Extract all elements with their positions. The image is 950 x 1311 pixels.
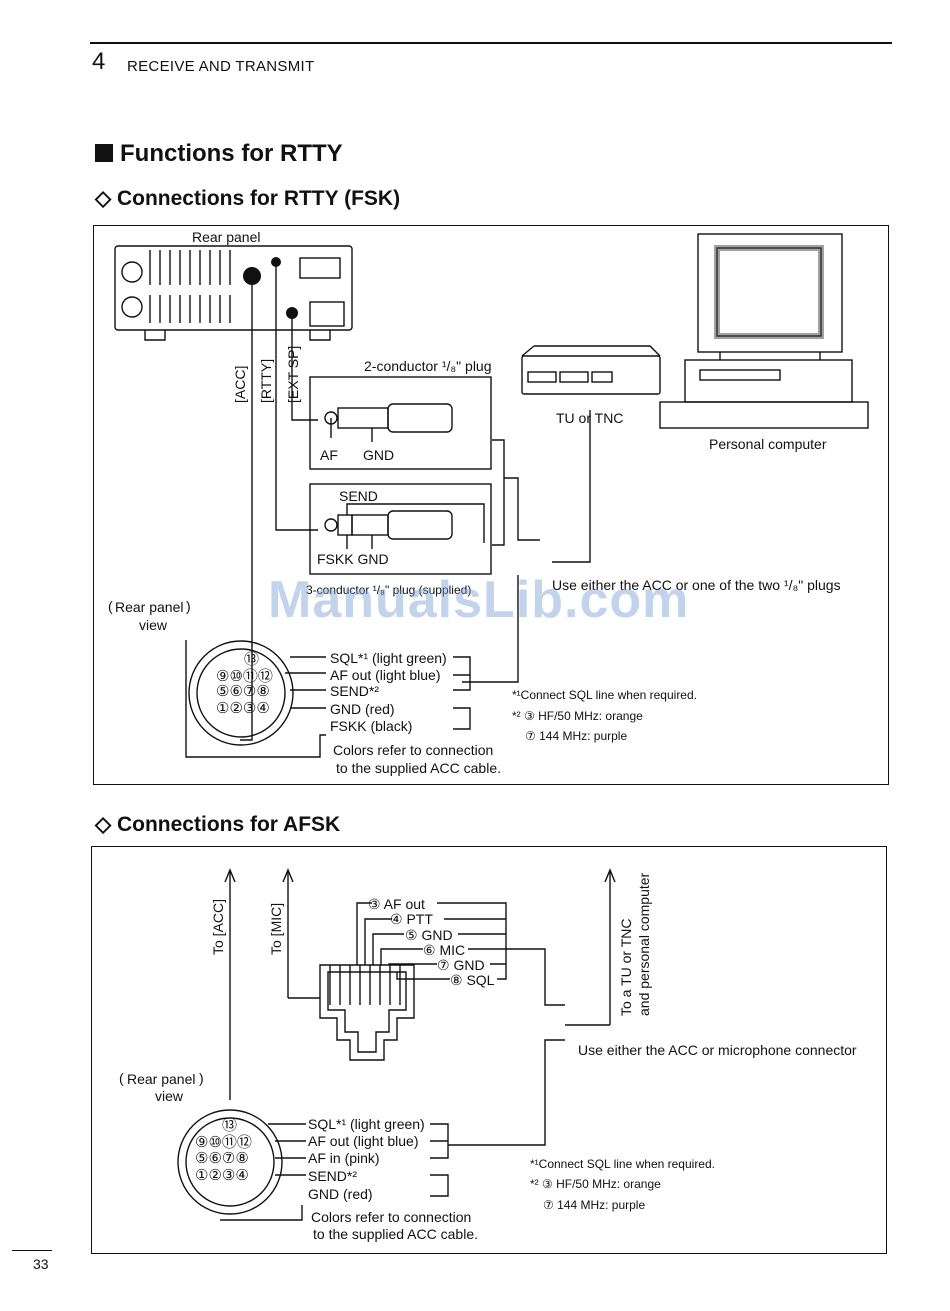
chapter-number: 4	[92, 48, 106, 75]
header-rule	[90, 42, 892, 44]
chapter-title: RECEIVE AND TRANSMIT	[127, 58, 315, 75]
afsk-signal-sql: SQL*¹ (light green)	[308, 1116, 425, 1132]
mic-pin-gnd-5: ⑤ GND	[405, 927, 453, 943]
afsk-acc-pins-row4: ①②③④	[195, 1167, 249, 1184]
afsk-note-send-hf: *² ③ HF/50 MHz: orange	[530, 1177, 661, 1191]
tu-tnc-label: TU or TNC	[556, 410, 624, 426]
acc-pins-row3: ⑤⑥⑦⑧	[216, 683, 270, 700]
section-title: Functions for RTTY	[95, 140, 343, 168]
rear-view-line1: Rear panel	[115, 599, 184, 615]
afsk-signal-af-in: AF in (pink)	[308, 1150, 380, 1166]
signal-sql: SQL*¹ (light green)	[330, 650, 447, 666]
footer-rule	[12, 1250, 52, 1251]
signal-gnd: GND (red)	[330, 701, 395, 717]
rear-view-bracket-r: )	[186, 598, 191, 614]
watermark: ManualsLib.com	[268, 571, 690, 629]
note-send-144: ⑦ 144 MHz: purple	[525, 729, 628, 743]
mic-pin-sql: ⑧ SQL	[450, 972, 495, 988]
mic-pin-ptt: ④ PTT	[390, 911, 433, 927]
mic-pin-mic: ⑥ MIC	[423, 942, 466, 958]
afsk-signal-gnd: GND (red)	[308, 1186, 373, 1202]
mic-pin-gnd-7: ⑦ GND	[437, 957, 485, 973]
afsk-use-either-note: Use either the ACC or microphone connect…	[578, 1042, 857, 1058]
plug3-fskk-gnd: FSKK GND	[317, 551, 389, 567]
plug2-title: 2-conductor ¹/₈" plug	[364, 358, 492, 374]
rear-view-bracket-l: (	[108, 598, 113, 614]
mic-pin-af-out: ③ AF out	[368, 896, 425, 912]
rear-panel-outline	[114, 245, 353, 331]
colors-note-line1: Colors refer to connection	[333, 742, 494, 758]
signal-fskk: FSKK (black)	[330, 718, 413, 734]
rear-view-line2: view	[139, 617, 168, 633]
afsk-acc-pins-row2: ⑨⑩⑪⑫	[195, 1134, 252, 1151]
afsk-rear-view-bracket-l: (	[119, 1070, 124, 1086]
to-mic-label: To [MIC]	[268, 902, 284, 955]
afsk-note-sql: *¹Connect SQL line when required.	[530, 1157, 715, 1171]
afsk-acc-pin-13: ⑬	[222, 1117, 238, 1134]
acc-pins-row2: ⑨⑩⑪⑫	[216, 668, 273, 685]
square-bullet-icon	[95, 144, 113, 162]
acc-pins-row4: ①②③④	[216, 700, 270, 717]
afsk-rear-view-line2: view	[155, 1088, 184, 1104]
afsk-rear-view-line1: Rear panel	[127, 1071, 196, 1087]
signal-af-out: AF out (light blue)	[330, 667, 441, 683]
afsk-note-send-144: ⑦ 144 MHz: purple	[543, 1198, 646, 1212]
page-number: 33	[33, 1256, 49, 1272]
to-tu-line2: and personal computer	[636, 872, 652, 1016]
afsk-heading: ◇ Connections for AFSK	[95, 813, 341, 836]
afsk-colors-note-line2: to the supplied ACC cable.	[313, 1226, 478, 1242]
fsk-diagram-frame	[93, 225, 889, 785]
to-acc-label: To [ACC]	[210, 898, 226, 955]
afsk-acc-pins-row3: ⑤⑥⑦⑧	[195, 1150, 249, 1167]
note-sql: *¹Connect SQL line when required.	[512, 688, 697, 702]
note-send-hf: *² ③ HF/50 MHz: orange	[512, 709, 643, 723]
afsk-rear-view-bracket-r: )	[199, 1070, 204, 1086]
use-either-note: Use either the ACC or one of the two ¹/₈…	[552, 577, 841, 593]
plug3-send: SEND	[339, 488, 378, 504]
plug2-gnd: GND	[363, 447, 395, 463]
to-tu-line1: To a TU or TNC	[618, 918, 634, 1016]
acc-pin-13: ⑬	[244, 651, 260, 668]
plug3-title: 3-conductor ¹/₈" plug (supplied)	[306, 583, 472, 597]
afsk-diagram-frame	[91, 846, 887, 1254]
colors-note-line2: to the supplied ACC cable.	[336, 760, 501, 776]
personal-computer-label: Personal computer	[709, 436, 827, 452]
fsk-heading: ◇ Connections for RTTY (FSK)	[95, 187, 401, 210]
afsk-colors-note-line1: Colors refer to connection	[311, 1209, 472, 1225]
afsk-signal-send: SEND*²	[308, 1168, 358, 1184]
afsk-signal-af-out: AF out (light blue)	[308, 1133, 419, 1149]
plug2-af: AF	[320, 447, 338, 463]
signal-send: SEND*²	[330, 683, 380, 699]
rear-panel-label: Rear panel	[192, 229, 261, 245]
